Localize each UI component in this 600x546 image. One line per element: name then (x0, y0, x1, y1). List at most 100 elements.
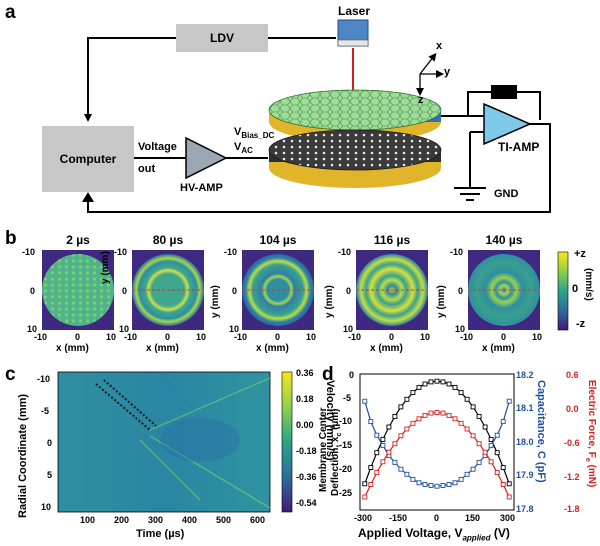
snap5-xtick: 0 (501, 332, 507, 342)
gnd-label: GND (494, 188, 519, 200)
snap4-xtick: 10 (420, 332, 431, 342)
chart-d (359, 373, 515, 511)
data-point-mid (428, 483, 434, 488)
data-point-left (476, 414, 482, 419)
snap4-xlabel: x (mm) (370, 343, 403, 354)
snap3-ytick: -10 (224, 247, 238, 257)
data-point-right (374, 470, 380, 476)
panel-c-cbar-tick: -0.18 (296, 446, 317, 456)
snap1-xlabel: x (mm) (56, 343, 89, 354)
snap5-ytick: 0 (458, 286, 464, 296)
panel-c-xtick: 200 (114, 515, 130, 525)
arrow-to-computer (82, 192, 94, 202)
panel-c-xtick: 600 (250, 515, 266, 525)
ti-amp-label: TI-AMP (498, 140, 540, 154)
data-point-mid (470, 466, 476, 472)
panel-d-mid-tick: 18.0 (516, 437, 534, 447)
ti-amp-symbol (483, 102, 532, 146)
data-point-right (428, 410, 434, 416)
snap4-xtick: 0 (389, 332, 395, 342)
axis-x-label: x (436, 40, 443, 52)
snap2-ytick: 0 (122, 286, 128, 296)
panel-d-left-tick: -15 (339, 440, 353, 450)
data-point-right (392, 441, 398, 447)
data-point-right (398, 433, 404, 439)
snap3-xtick: -10 (234, 332, 248, 342)
panel-c-ytick: -5 (41, 406, 50, 416)
data-point-right (440, 410, 446, 416)
panel-c-ytick: 10 (41, 502, 52, 512)
panel-c-xtick: 300 (148, 515, 164, 525)
spacetime-map (57, 371, 271, 513)
coordinate-axes (416, 52, 444, 96)
snap2-ylabel: y (mm) (100, 251, 111, 284)
laser-label: Laser (338, 4, 371, 18)
hv-amp-label: HV-AMP (180, 182, 223, 194)
data-point-mid (440, 483, 446, 488)
data-point-mid (434, 483, 440, 489)
data-point-left (464, 396, 470, 402)
data-point-mid (476, 459, 482, 465)
panel-c-xtick: 500 (216, 515, 232, 525)
data-point-right (494, 470, 500, 476)
data-point-right (404, 426, 410, 432)
panel-d-mid-tick: 18.1 (516, 403, 534, 413)
axis-z-label: z (418, 94, 424, 106)
snap3-xtick: 10 (306, 332, 317, 342)
panel-d-xtick: 0 (434, 513, 440, 523)
voltage-out-label-1: Voltage (138, 141, 177, 153)
panel-c-ylabel: Radial Coordinate (mm) (17, 393, 29, 518)
snap4-ylabel: y (mm) (324, 285, 335, 318)
panel-b-letter: b (5, 228, 17, 249)
data-point-right (386, 449, 392, 455)
panel-c-cbar-tick: 0.18 (296, 394, 314, 404)
panel-d-left-tick: -5 (343, 393, 352, 403)
wire-ldv-computer (84, 37, 176, 122)
panel-d-right-tick: -1.2 (564, 472, 580, 482)
axis-y-label: y (444, 66, 451, 78)
cbar-b-mid: 0 (572, 283, 579, 295)
ti-amp-circuit (87, 85, 551, 213)
data-point-left (398, 404, 404, 410)
snap2-xlabel: x (mm) (146, 343, 179, 354)
data-point-left (482, 424, 488, 430)
panel-d-left-tick: -20 (339, 464, 353, 474)
data-point-mid (452, 480, 458, 486)
snap2-xtick: 10 (196, 332, 207, 342)
backplate (268, 129, 442, 188)
data-point-left (422, 381, 428, 387)
snap5-xtick: 10 (532, 332, 543, 342)
panel-d-xtick: 300 (500, 513, 516, 523)
data-point-right (470, 433, 476, 439)
panel-d-ylabel-right: Electric Force, Fe (mN) (584, 380, 597, 488)
data-point-left (368, 465, 374, 470)
data-point-mid (500, 419, 506, 425)
data-point-mid (464, 471, 470, 477)
panel-a-letter: a (5, 2, 16, 23)
snap5-ytick: 10 (455, 324, 466, 334)
snapshot-title-5: 140 µs (485, 233, 523, 247)
panel-d-right-tick: -1.8 (564, 504, 580, 514)
data-point-left (470, 404, 476, 410)
cbar-b-bottom: -z (576, 318, 586, 330)
vbias-label: VBias_DC (234, 126, 275, 141)
snap5-xtick: -10 (460, 332, 474, 342)
data-point-mid (404, 471, 410, 477)
data-point-mid (392, 459, 398, 465)
panel-d-mid-tick: 18.2 (516, 370, 534, 380)
data-point-right (452, 416, 458, 422)
snap4-ytick: 10 (343, 324, 354, 334)
panel-d-mid-tick: 17.9 (516, 470, 534, 480)
snapshot-maps (42, 250, 540, 330)
voltage-out-label-2: out (138, 163, 156, 175)
data-point-left (440, 379, 446, 385)
panel-d-ylabel-left-1: Membrane Center (318, 407, 329, 492)
data-point-left (428, 379, 434, 385)
panel-d-mid-tick: 17.8 (516, 504, 534, 514)
snap3-ylabel: y (mm) (210, 285, 221, 318)
data-point-right (482, 449, 488, 455)
data-point-left (416, 384, 422, 390)
data-point-mid (506, 398, 512, 404)
panel-c-xtick: 100 (80, 515, 96, 525)
data-point-right (416, 416, 422, 422)
